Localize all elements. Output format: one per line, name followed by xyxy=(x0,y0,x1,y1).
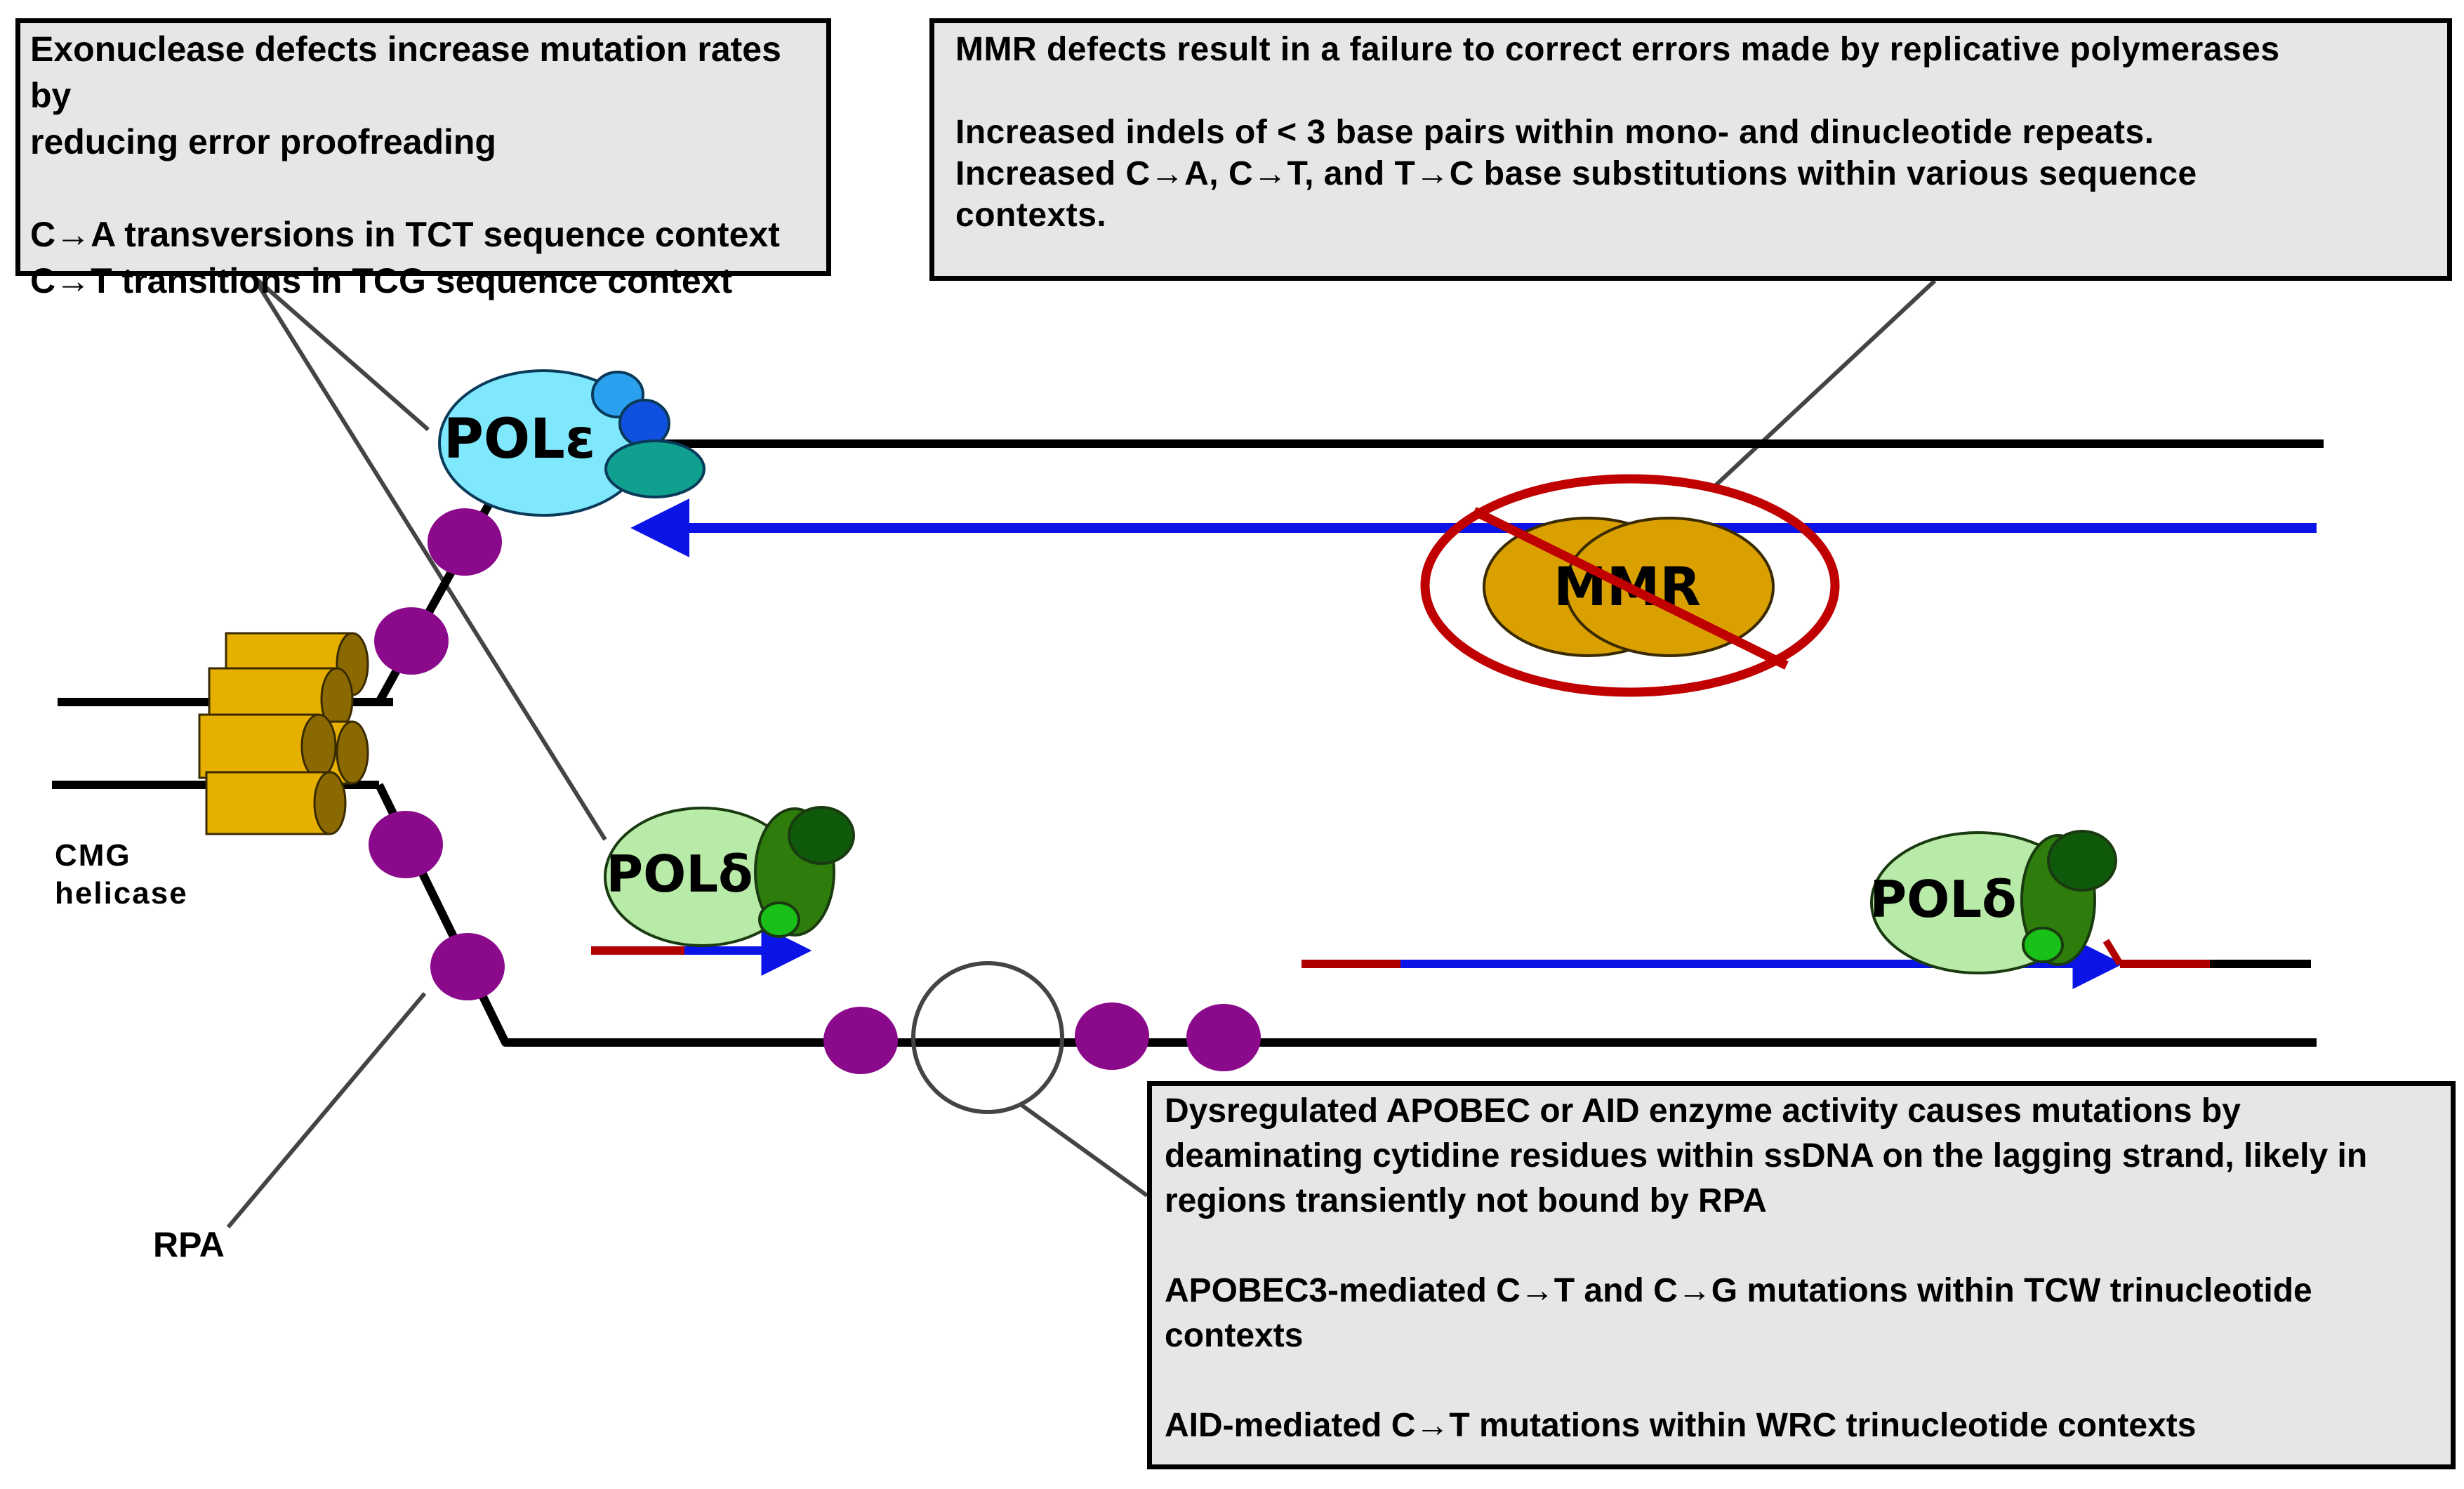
helicase-subunit-end xyxy=(300,713,337,779)
pol-delta-left-subunit-2 xyxy=(788,806,855,865)
pol-epsilon-subunit-3 xyxy=(604,439,706,498)
unbound-ssdna-region xyxy=(911,961,1064,1114)
callout-apobec-line: AID-mediated C→T mutations within WRC tr… xyxy=(1165,1407,2197,1444)
pol-delta-left xyxy=(604,806,855,947)
rpa-protein xyxy=(428,508,502,576)
rpa-protein xyxy=(1186,1004,1261,1071)
callout-exonuclease-defects: Exonuclease defects increase mutation ra… xyxy=(15,18,831,300)
mmr-complex xyxy=(1483,517,1775,657)
callout-exo-line: reducing error proofreading xyxy=(30,122,496,161)
rpa-protein xyxy=(823,1007,898,1074)
helicase-subunit xyxy=(198,713,320,779)
okazaki-fragment-right xyxy=(1301,939,2311,989)
mmr-subunit-right xyxy=(1564,517,1775,657)
pol-delta-right-label: POLδ xyxy=(1869,870,2016,929)
cmg-label-line-2: helicase xyxy=(55,876,188,911)
callout-apobec-line: deaminating cytidine residues within ssD… xyxy=(1165,1137,2368,1174)
callout-exo-line: C→T transitions in TCG sequence context xyxy=(30,261,733,300)
callout-lines xyxy=(226,274,1937,1229)
helicase-subunit-end xyxy=(313,771,347,835)
callout-mmr-line: Increased C→A, C→T, and T→C base substit… xyxy=(955,155,2197,192)
pol-epsilon xyxy=(438,369,706,517)
pol-delta-right-subunit-3 xyxy=(2022,927,2064,963)
pol-epsilon-subunit-2 xyxy=(618,399,670,448)
mmr-inhibited-symbol xyxy=(1420,474,1840,697)
rpa-protein xyxy=(369,811,443,878)
helicase-subunit-end xyxy=(336,720,369,785)
callout-line-mmr xyxy=(1711,279,1937,490)
rpa-protein xyxy=(1075,1002,1149,1070)
rpa-protein xyxy=(374,607,449,675)
rpa-label: RPA xyxy=(153,1225,225,1264)
callout-apobec-line: regions transiently not bound by RPA xyxy=(1165,1182,1767,1219)
cmg-helicase-label: CMG helicase xyxy=(55,837,188,913)
callout-mmr-defects: MMR defects result in a failure to corre… xyxy=(929,18,2452,281)
callout-apobec-aid: Dysregulated APOBEC or AID enzyme activi… xyxy=(1147,1081,2456,1469)
prohibition-ring xyxy=(1420,474,1840,697)
callout-line-rpa xyxy=(226,992,427,1229)
pol-delta-right xyxy=(1870,830,2117,974)
prohibition-slash xyxy=(1472,507,1789,670)
callout-mmr-line: Increased indels of < 3 base pairs withi… xyxy=(955,114,2154,151)
pol-delta-right-subunit-2 xyxy=(2047,830,2117,892)
callout-exo-line: Exonuclease defects increase mutation ra… xyxy=(30,29,781,115)
callout-line-exo-pole xyxy=(251,274,430,432)
callout-mmr-line: contexts. xyxy=(955,197,1107,234)
rpa-proteins xyxy=(369,508,1261,1074)
helicase-subunit xyxy=(205,771,331,835)
callout-line-apobec xyxy=(1020,1103,1148,1198)
callout-apobec-line: contexts xyxy=(1165,1317,1304,1354)
callout-line-exo-pold xyxy=(251,274,607,841)
pol-delta-left-subunit-3 xyxy=(758,901,800,938)
cmg-label-line-1: CMG xyxy=(55,838,131,873)
callout-mmr-line: MMR defects result in a failure to corre… xyxy=(955,31,2280,68)
callout-apobec-line: Dysregulated APOBEC or AID enzyme activi… xyxy=(1165,1092,2241,1130)
pol-delta-left-label: POLδ xyxy=(606,845,753,904)
callout-exo-line: C→A transversions in TCT sequence contex… xyxy=(30,215,780,254)
callout-apobec-line: APOBEC3-mediated C→T and C→G mutations w… xyxy=(1165,1272,2312,1309)
rna-primer-right-flap xyxy=(2102,939,2124,966)
pol-epsilon-label: POLε xyxy=(444,408,596,471)
cmg-helicase xyxy=(198,632,369,835)
rpa-protein xyxy=(430,933,505,1000)
